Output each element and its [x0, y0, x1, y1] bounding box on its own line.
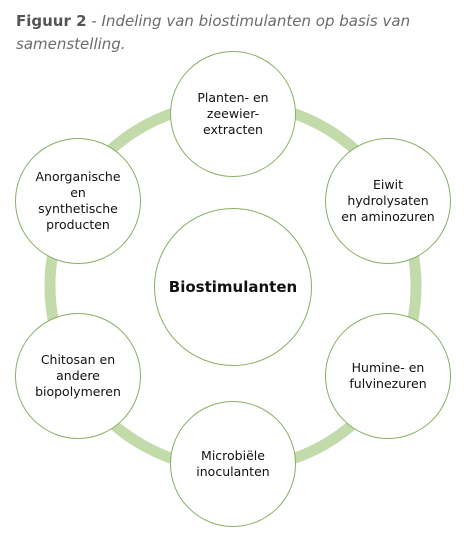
- figure-label: Figuur 2: [16, 12, 87, 30]
- node-label-planten: Planten- en zeewier- extracten: [197, 90, 269, 137]
- node-label-anorganische: Anorganische en synthetische producten: [35, 169, 121, 232]
- node-label-chitosan: Chitosan en andere biopolymeren: [35, 352, 121, 399]
- node-microbiele: Microbiële inoculanten: [170, 401, 296, 527]
- center-label: Biostimulanten: [168, 278, 298, 296]
- figure-caption: Figuur 2 - Indeling van biostimulanten o…: [16, 10, 456, 56]
- node-planten: Planten- en zeewier- extracten: [170, 51, 296, 177]
- node-label-eiwit: Eiwit hydrolysaten en aminozuren: [341, 177, 435, 224]
- node-label-microbiele: Microbiële inoculanten: [196, 448, 270, 479]
- node-chitosan: Chitosan en andere biopolymeren: [15, 313, 141, 439]
- node-eiwit: Eiwit hydrolysaten en aminozuren: [325, 138, 451, 264]
- center-node: Biostimulanten: [154, 208, 312, 366]
- figure-title: - Indeling van biostimulanten op basis v…: [16, 12, 411, 53]
- node-humine: Humine- en fulvinezuren: [325, 313, 451, 439]
- node-anorganische: Anorganische en synthetische producten: [15, 138, 141, 264]
- node-label-humine: Humine- en fulvinezuren: [349, 360, 427, 391]
